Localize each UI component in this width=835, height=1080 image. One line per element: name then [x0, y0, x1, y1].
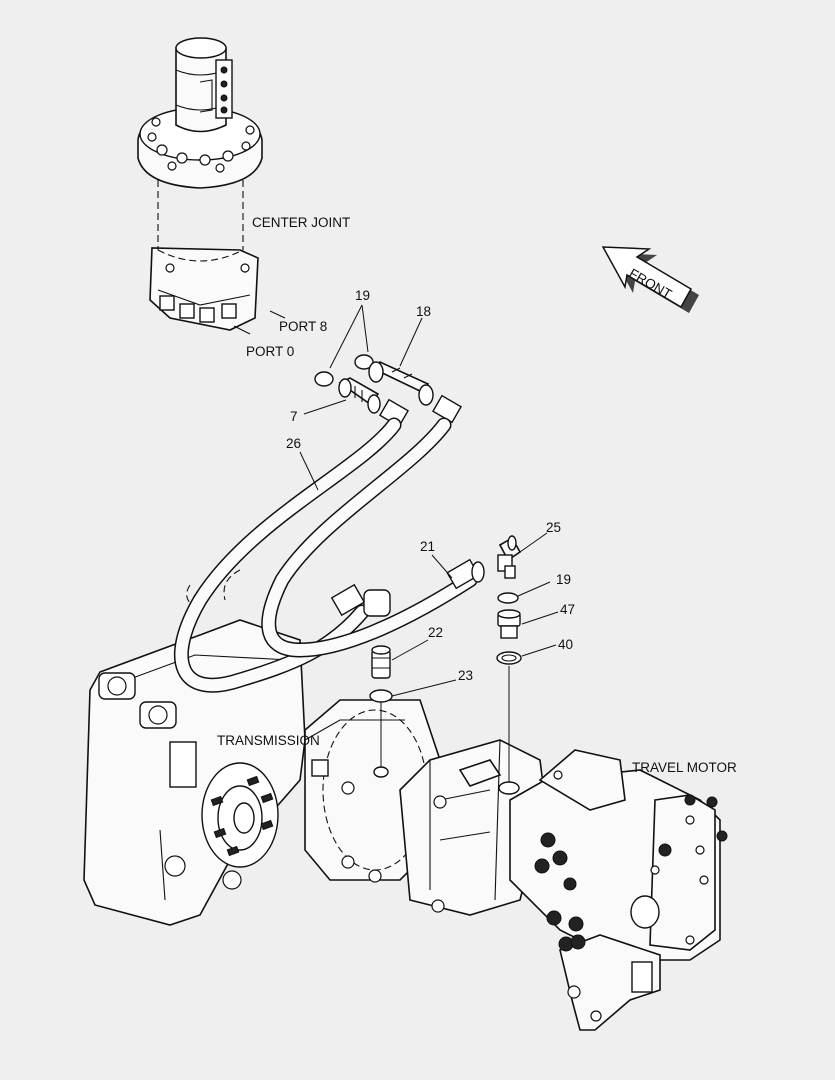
transmission-label: TRANSMISSION: [217, 733, 320, 748]
center-joint: [137, 37, 263, 331]
callout-40: 40: [558, 637, 573, 652]
o-ring-19-port0: [314, 371, 334, 387]
callout-47: 47: [560, 602, 575, 617]
callout-19-upper: 19: [355, 288, 370, 303]
adapter-22: [371, 645, 391, 679]
hose-assembly-26: [173, 417, 478, 693]
o-ring-23: [369, 689, 393, 703]
plug-47: [497, 609, 521, 639]
port8-label: PORT 8: [279, 319, 327, 334]
port0-label: PORT 0: [246, 344, 294, 359]
adapter-7: [338, 377, 381, 414]
o-ring-19-lower: [497, 592, 519, 604]
front-arrow: FRONT: [601, 246, 699, 313]
adapter-18: [368, 361, 434, 406]
travel-motor: [399, 739, 728, 1031]
o-ring-19-port8: [354, 354, 374, 370]
seal-40: [496, 651, 522, 665]
callout-19-lower: 19: [556, 572, 571, 587]
port8-leader: [269, 310, 286, 319]
callout-23: 23: [458, 668, 473, 683]
callout-7: 7: [290, 409, 298, 424]
port0-leader: [233, 325, 251, 335]
center-joint-label: CENTER JOINT: [252, 215, 350, 230]
travel-motor-label: TRAVEL MOTOR: [632, 760, 737, 775]
callout-26: 26: [286, 436, 301, 451]
callout-25: 25: [546, 520, 561, 535]
tee-fitting-25: [497, 535, 522, 579]
callout-21: 21: [420, 539, 435, 554]
hose-21-fitting: [330, 558, 485, 617]
callout-22: 22: [428, 625, 443, 640]
callout-18: 18: [416, 304, 431, 319]
hose-nut-b: [432, 394, 462, 424]
